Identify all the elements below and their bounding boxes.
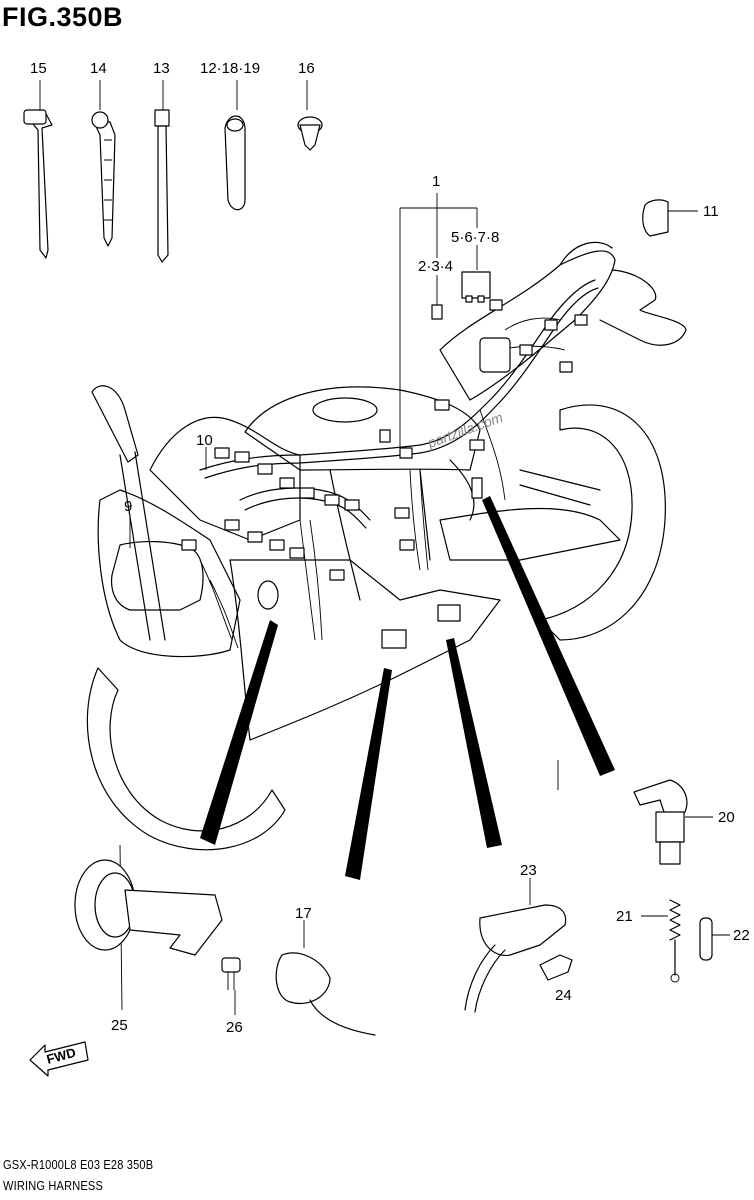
callout-16: 16 bbox=[298, 60, 315, 77]
pointer-wedges bbox=[200, 496, 615, 880]
callout-2-3-4: 2·3·4 bbox=[418, 258, 453, 275]
part-11-cap bbox=[642, 199, 669, 237]
part-24-bolt bbox=[539, 954, 573, 981]
main-harness bbox=[110, 279, 599, 649]
part-5-relay bbox=[461, 271, 491, 303]
callout-1: 1 bbox=[432, 173, 440, 190]
callout-9: 9 bbox=[124, 498, 132, 515]
motorcycle-outline bbox=[86, 241, 687, 851]
part-13-tie bbox=[154, 109, 170, 263]
fwd-arrow-icon: FWD bbox=[29, 1041, 89, 1077]
fwd-label: FWD bbox=[45, 1045, 77, 1067]
callout-5-6-7-8: 5·6·7·8 bbox=[451, 229, 499, 246]
part-20-sensor bbox=[633, 779, 688, 865]
part-2-fuse bbox=[431, 304, 443, 320]
callout-11: 11 bbox=[703, 203, 719, 220]
callout-labels: 1 2·3·4 5·6·7·8 9 10 11 12·18·19 13 14 1… bbox=[30, 60, 750, 1036]
figure-title: FIG.350B bbox=[2, 2, 124, 32]
part-22-sleeve bbox=[699, 917, 713, 961]
part-14-clamp bbox=[91, 111, 116, 247]
watermark: partzilla.com bbox=[425, 409, 506, 451]
callout-14: 14 bbox=[90, 60, 107, 77]
part-15-clamp bbox=[23, 109, 53, 259]
callout-22: 22 bbox=[733, 927, 750, 944]
callout-15: 15 bbox=[30, 60, 47, 77]
part-21-spring bbox=[669, 899, 681, 983]
callout-10: 10 bbox=[196, 432, 213, 449]
callout-21: 21 bbox=[616, 908, 633, 925]
callout-23: 23 bbox=[520, 862, 537, 879]
callout-13: 13 bbox=[153, 60, 170, 77]
callout-lines bbox=[39, 80, 730, 1015]
callout-24: 24 bbox=[555, 987, 572, 1004]
callout-25: 25 bbox=[111, 1017, 128, 1034]
part-25-horn bbox=[74, 859, 223, 956]
callout-20: 20 bbox=[718, 809, 735, 826]
part-17-switch bbox=[275, 952, 376, 1036]
callout-26: 26 bbox=[226, 1019, 243, 1036]
callout-12-18-19: 12·18·19 bbox=[200, 60, 260, 77]
part-16-clip bbox=[297, 116, 323, 151]
part-23-switch-bracket bbox=[464, 904, 567, 1013]
part-26-bolt bbox=[221, 957, 241, 990]
part-12-band bbox=[224, 115, 246, 211]
footer-name: WIRING HARNESS bbox=[3, 1178, 104, 1193]
callout-17: 17 bbox=[295, 905, 312, 922]
footer-code: GSX-R1000L8 E03 E28 350B bbox=[3, 1157, 154, 1172]
